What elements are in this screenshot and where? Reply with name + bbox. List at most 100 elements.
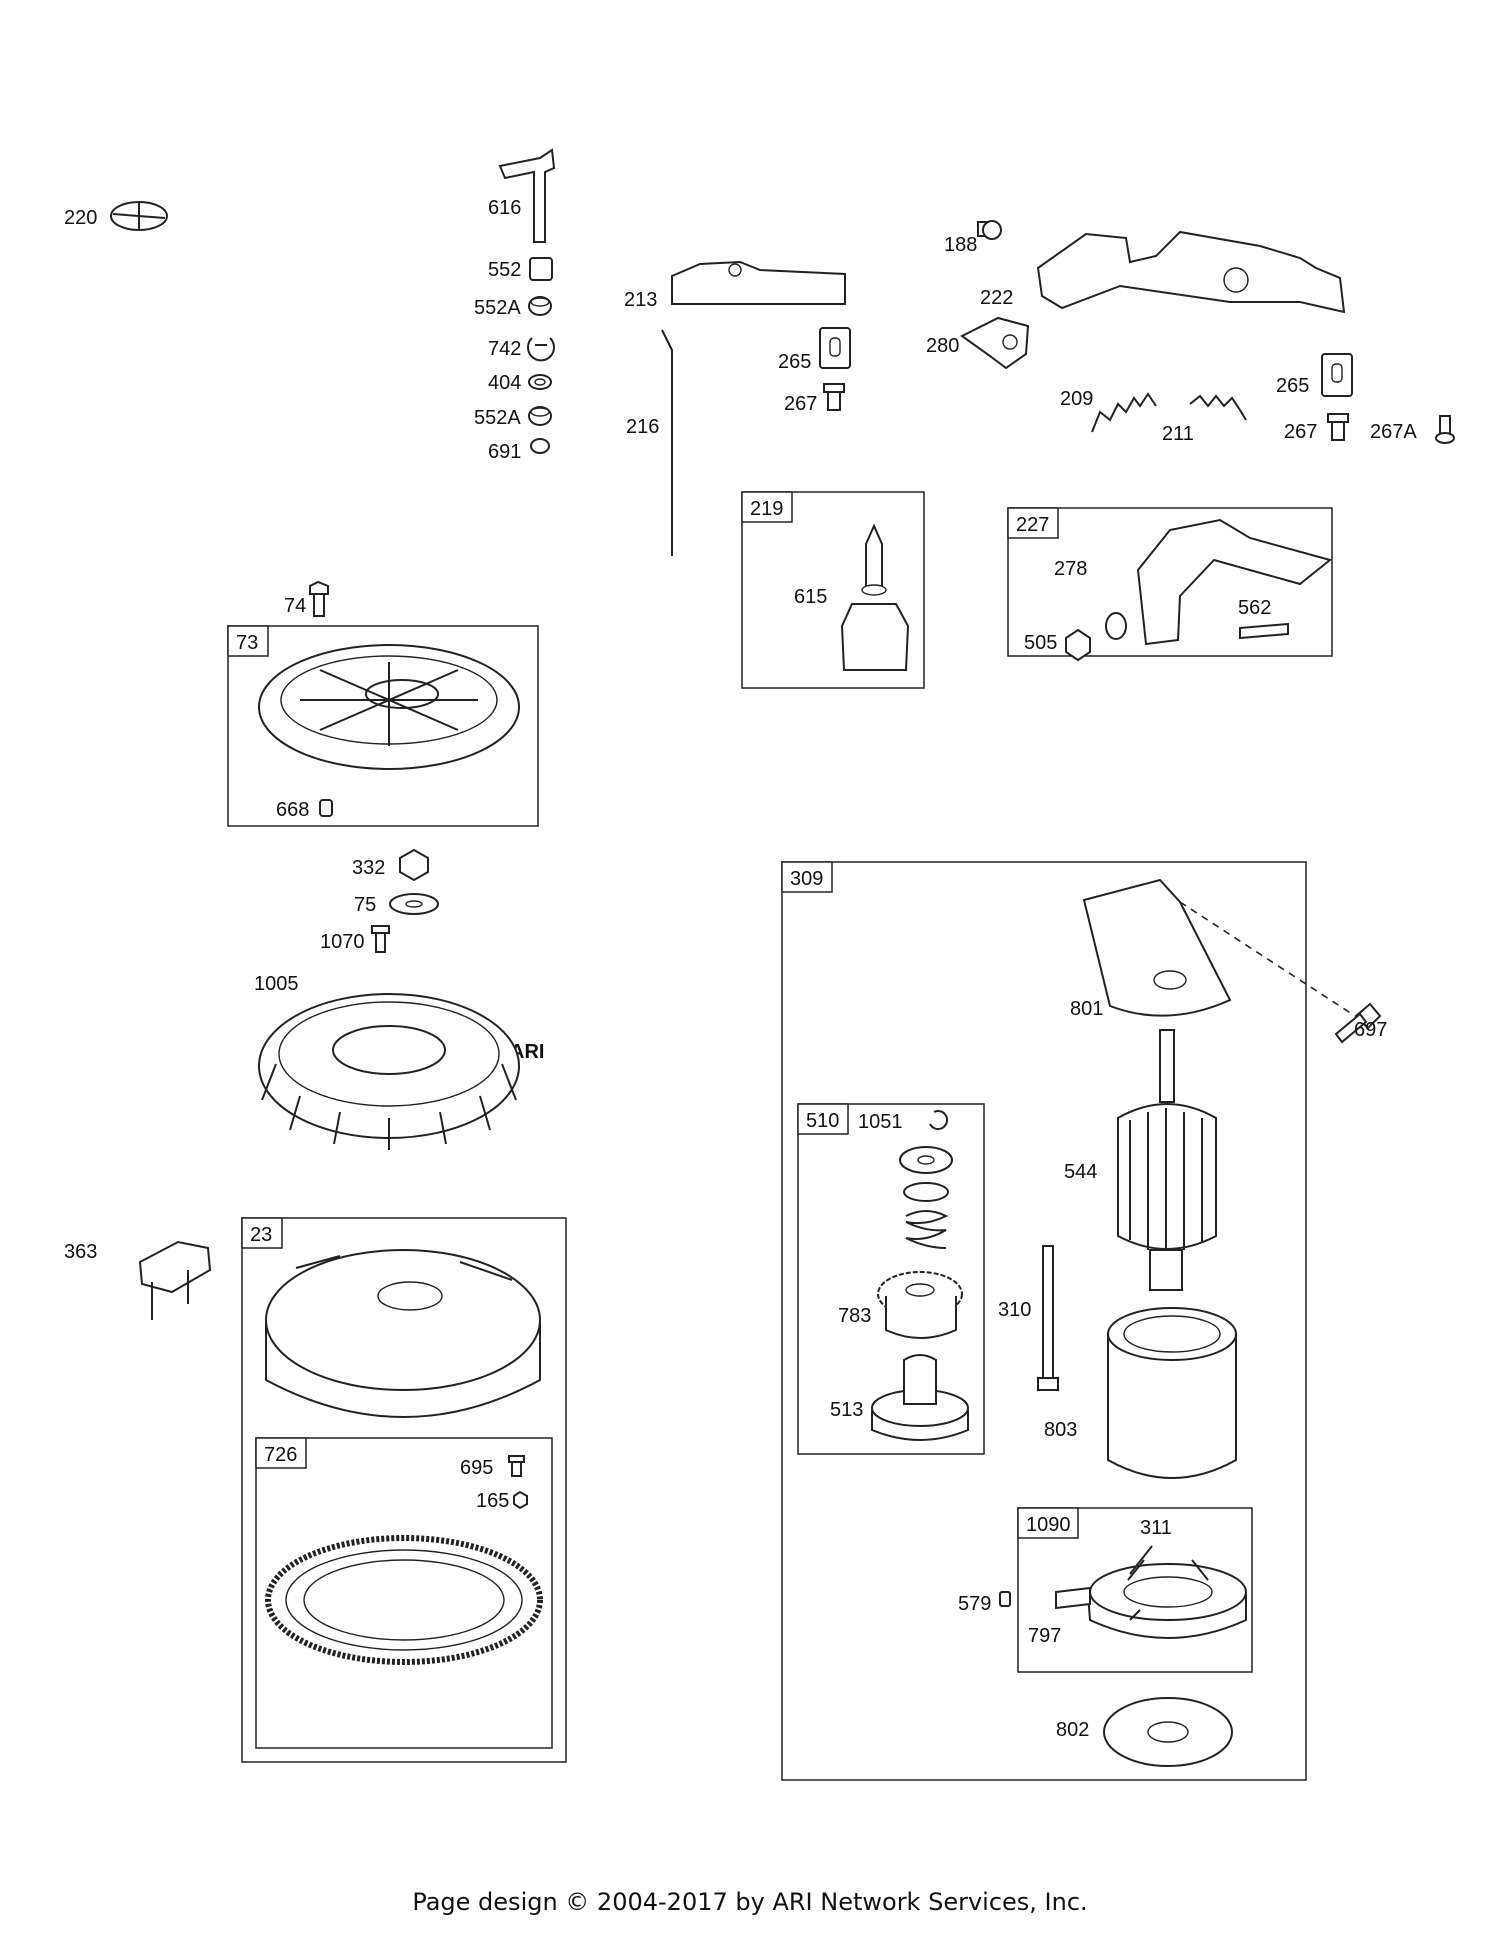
callout-267-left: 267 [784, 393, 817, 415]
group-73: 73 668 [227, 625, 539, 827]
callout-801: 801 [1070, 998, 1103, 1020]
part-615[interactable]: 615 [794, 523, 910, 671]
callout-165: 165 [476, 1490, 509, 1512]
part-742[interactable]: 742 [488, 337, 555, 362]
callout-267-right: 267 [1284, 421, 1317, 443]
part-280[interactable]: 280 [926, 316, 1030, 370]
callout-505: 505 [1024, 632, 1057, 654]
part-552A-upper[interactable]: 552A [474, 296, 552, 319]
group-23: 23 [241, 1217, 567, 1763]
part-213[interactable]: 213 [624, 260, 846, 311]
part-616[interactable]: 616 [488, 148, 556, 243]
part-209[interactable]: 209 [1060, 388, 1157, 433]
callout-552A-upper: 552A [474, 297, 521, 319]
part-310[interactable]: 310 [998, 1245, 1059, 1391]
group-73-label: 73 [236, 632, 258, 654]
callout-310: 310 [998, 1299, 1031, 1321]
part-267-left[interactable]: 267 [784, 383, 845, 415]
group-510-label: 510 [806, 1110, 839, 1132]
callout-783: 783 [838, 1305, 871, 1327]
part-797[interactable]: 797 [1028, 1586, 1091, 1647]
callout-513: 513 [830, 1399, 863, 1421]
part-579[interactable]: 579 [958, 1591, 1011, 1615]
part-404[interactable]: 404 [488, 372, 552, 394]
part-801[interactable]: 801 [1070, 878, 1232, 1020]
part-267-right[interactable]: 267 [1284, 413, 1349, 443]
part-697[interactable]: 697 [1334, 1002, 1387, 1044]
callout-363: 363 [64, 1241, 97, 1263]
part-1051[interactable]: 1051 [858, 1110, 949, 1133]
group-219: 219 615 [741, 491, 925, 689]
callout-579: 579 [958, 1593, 991, 1615]
callout-265-right: 265 [1276, 375, 1309, 397]
part-265-left[interactable]: 265 [778, 327, 851, 373]
callout-209: 209 [1060, 388, 1093, 410]
callout-280: 280 [926, 335, 959, 357]
callout-265-left: 265 [778, 351, 811, 373]
part-695[interactable]: 695 [460, 1455, 525, 1479]
part-544[interactable]: 544 [1064, 1029, 1217, 1291]
group-726-label: 726 [264, 1444, 297, 1466]
part-668[interactable]: 668 [276, 799, 333, 821]
group-309: 309 801 697 544 310 803 [781, 861, 1387, 1781]
part-265-right[interactable]: 265 [1276, 353, 1353, 397]
part-562[interactable]: 562 [1238, 597, 1289, 640]
part-783[interactable]: 783 [838, 1271, 963, 1339]
group-510: 510 1051 783 513 [797, 1103, 985, 1455]
callout-1051: 1051 [858, 1111, 903, 1133]
callout-615: 615 [794, 586, 827, 608]
part-74[interactable]: 74 [284, 580, 329, 617]
part-211[interactable]: 211 [1162, 394, 1247, 445]
page-footer: Page design © 2004-2017 by ARI Network S… [412, 1888, 1088, 1916]
part-216[interactable]: 216 [626, 329, 673, 556]
part-1070[interactable]: 1070 [320, 925, 390, 953]
group-726: 726 695 165 [255, 1437, 553, 1749]
callout-616: 616 [488, 197, 521, 219]
callout-75: 75 [354, 894, 376, 916]
group-1090-label: 1090 [1026, 1514, 1071, 1536]
group-23-label: 23 [250, 1224, 272, 1246]
part-220[interactable]: 220 [64, 201, 168, 231]
part-802[interactable]: 802 [1056, 1697, 1233, 1767]
callout-742: 742 [488, 338, 521, 360]
callout-220: 220 [64, 207, 97, 229]
callout-803: 803 [1044, 1419, 1077, 1441]
part-803[interactable]: 803 [1044, 1307, 1237, 1479]
callout-311: 311 [1140, 1517, 1172, 1539]
callout-1070: 1070 [320, 931, 365, 953]
callout-544: 544 [1064, 1161, 1097, 1183]
callout-278: 278 [1054, 558, 1087, 580]
callout-552: 552 [488, 259, 521, 281]
callout-562: 562 [1238, 597, 1271, 619]
callout-552A-lower: 552A [474, 407, 521, 429]
group-1090: 1090 311 579 797 [958, 1507, 1253, 1673]
part-267A[interactable]: 267A [1370, 415, 1455, 444]
part-1005[interactable]: 1005 [254, 973, 520, 1150]
group-227-label: 227 [1016, 514, 1049, 536]
callout-668: 668 [276, 799, 309, 821]
part-278[interactable]: 278 [1054, 558, 1127, 640]
callout-267A: 267A [1370, 421, 1417, 443]
callout-216: 216 [626, 416, 659, 438]
group-227: 227 278 505 562 [1007, 507, 1333, 662]
callout-797: 797 [1028, 1625, 1061, 1647]
part-691[interactable]: 691 [488, 438, 550, 463]
callout-404: 404 [488, 372, 521, 394]
group-219-label: 219 [750, 498, 783, 520]
callout-213: 213 [624, 289, 657, 311]
callout-188: 188 [944, 234, 977, 256]
part-75[interactable]: 75 [354, 893, 439, 916]
part-188[interactable]: 188 [944, 220, 1002, 256]
part-505[interactable]: 505 [1024, 628, 1091, 662]
part-552A-lower[interactable]: 552A [474, 406, 552, 429]
part-513[interactable]: 513 [830, 1354, 969, 1441]
part-222[interactable]: 222 [980, 230, 1346, 314]
callout-697: 697 [1354, 1019, 1387, 1041]
part-311[interactable]: 311 [1129, 1517, 1172, 1575]
part-552[interactable]: 552 [488, 257, 553, 281]
part-363[interactable]: 363 [64, 1240, 212, 1320]
part-332[interactable]: 332 [352, 848, 429, 882]
callout-332: 332 [352, 857, 385, 879]
part-165[interactable]: 165 [476, 1490, 528, 1512]
